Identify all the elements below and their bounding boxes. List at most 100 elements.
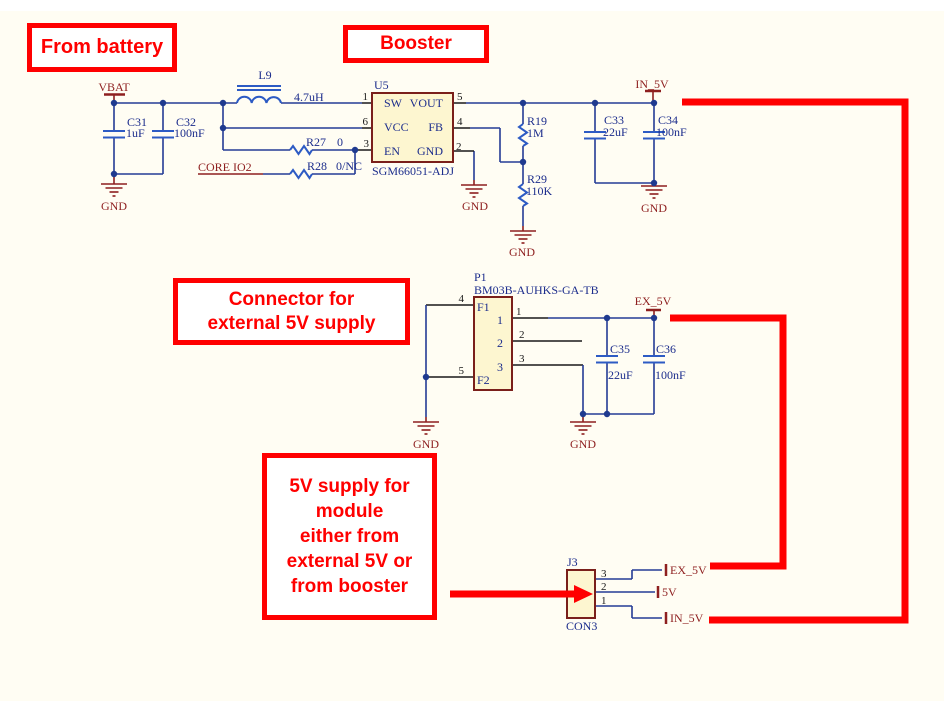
u5-pin-number-1: 1	[363, 91, 369, 103]
from-battery-text: From battery	[40, 36, 164, 58]
p1-wires	[425, 305, 655, 417]
gnd-symbol-r29	[509, 230, 537, 244]
supply-callout-line2: module	[315, 501, 384, 522]
c36-ref: C36	[656, 342, 676, 356]
c34-ref: C34	[658, 113, 678, 127]
booster-text: Booster	[380, 33, 452, 54]
gnd-label-battery: GND	[101, 199, 127, 213]
ex5v-net-label: EX_5V	[635, 294, 672, 308]
p1-connector-body	[473, 296, 513, 391]
external-5v-connector-callout: Connector for external 5V supply	[173, 278, 410, 345]
p1-inner-pin-2: 2	[497, 336, 503, 350]
u5-pin-number-6: 6	[363, 116, 369, 128]
ex5v-route-highlight	[670, 314, 787, 570]
supply-selection-callout: 5V supply for module either from externa…	[262, 453, 437, 620]
gnd-symbol-p1	[412, 421, 440, 435]
u5-pin-number-4: 4	[457, 116, 463, 128]
p1-inner-pin-1: 1	[497, 313, 503, 327]
p1-pin-f2: F2	[477, 373, 490, 387]
in5v-net-label: IN_5V	[635, 77, 669, 91]
p1-pin-number-1: 1	[516, 306, 522, 318]
booster-wires	[113, 102, 655, 226]
p1-inner-pin-3: 3	[497, 360, 503, 374]
gnd-symbol-u5	[460, 184, 488, 198]
u5-part-name: SGM66051-ADJ	[372, 164, 454, 178]
c31-ref: C31	[127, 115, 147, 129]
j3-in5v-label: IN_5V	[670, 611, 704, 625]
c31-value: 1uF	[126, 126, 145, 140]
p1-ref: P1	[474, 270, 487, 284]
gnd-label-r29: GND	[509, 245, 535, 259]
r19-resistor-symbol	[518, 123, 528, 147]
c32-capacitor-symbol	[151, 130, 175, 139]
u5-pin-stubs	[355, 102, 474, 152]
c31-capacitor-symbol	[102, 130, 126, 139]
j3-ref: J3	[567, 555, 578, 569]
l9-ref: L9	[258, 68, 271, 82]
core-io2-net-label: CORE IO2	[198, 160, 252, 174]
c35-ref: C35	[610, 342, 630, 356]
u5-pin-vcc: VCC	[384, 120, 409, 134]
gnd-label-p1: GND	[413, 437, 439, 451]
gnd-label-u5: GND	[462, 199, 488, 213]
supply-callout-line5: from booster	[290, 576, 409, 597]
c32-value: 100nF	[174, 126, 205, 140]
r29-ref: R29	[527, 172, 547, 186]
c36-capacitor-symbol	[642, 355, 666, 364]
p1-connector-circuit: P1 BM03B-AUHKS-GA-TB F1 F2 1 2 3 4 5 1 2…	[412, 270, 686, 451]
c34-value: 100nF	[656, 125, 687, 139]
l9-inductor-symbol	[236, 85, 282, 104]
j3-ex5v-label: EX_5V	[670, 563, 707, 577]
p1-pin-number-5: 5	[459, 365, 465, 377]
p1-pin-number-3: 3	[519, 353, 525, 365]
j3-pin-number-3: 3	[601, 568, 607, 580]
p1-pin-stubs	[426, 304, 583, 378]
r19-ref: R19	[527, 114, 547, 128]
supply-callout-line1: 5V supply for	[289, 476, 410, 497]
l9-value: 4.7uH	[294, 90, 324, 104]
gnd-label-c35: GND	[570, 437, 596, 451]
c32-ref: C32	[176, 115, 196, 129]
u5-pin-number-2: 2	[456, 141, 462, 153]
connector-callout-line1: Connector for	[228, 288, 355, 310]
c35-value: 22uF	[608, 368, 633, 382]
supply-callout-line3: either from	[299, 526, 400, 547]
c35-capacitor-symbol	[595, 355, 619, 364]
pointer-arrow	[450, 585, 593, 603]
r27-ref: R27	[306, 135, 326, 149]
booster-circuit: VBAT C31 1uF C32 100nF GND L9 4.7uH R27 …	[98, 68, 687, 259]
supply-callout-line4: external 5V or	[286, 551, 413, 572]
c36-value: 100nF	[655, 368, 686, 382]
vbat-net-label: VBAT	[98, 80, 130, 94]
j3-part-name: CON3	[566, 619, 597, 633]
p1-pin-number-2: 2	[519, 329, 525, 341]
j3-pin-number-1: 1	[601, 595, 607, 607]
u5-ref: U5	[374, 78, 389, 92]
p1-pin-number-4: 4	[459, 293, 465, 305]
booster-callout: Booster	[343, 25, 489, 63]
j3-pin-number-2: 2	[601, 581, 607, 593]
gnd-symbol-c35	[569, 421, 597, 435]
gnd-symbol-c34	[640, 185, 668, 199]
p1-junctions	[422, 314, 658, 418]
connector-callout-line2: external 5V supply	[207, 312, 376, 334]
from-battery-callout: From battery	[27, 23, 177, 72]
in5v-port: IN_5V	[635, 77, 669, 103]
in5v-route-highlight	[682, 98, 909, 624]
u5-pin-sw: SW	[384, 96, 403, 110]
r28-ref: R28	[307, 159, 327, 173]
booster-junctions	[110, 99, 658, 187]
u5-pin-fb: FB	[428, 120, 443, 134]
r28-value: 0/NC	[336, 159, 362, 173]
r29-value: 110K	[526, 184, 553, 198]
ex5v-port: EX_5V	[635, 294, 672, 318]
j3-wires	[595, 569, 662, 619]
j3-5v-label: 5V	[662, 585, 677, 599]
vbat-port: VBAT	[98, 80, 130, 103]
u5-pin-number-3: 3	[364, 138, 370, 150]
gnd-label-c34: GND	[641, 201, 667, 215]
r27-value: 0	[337, 135, 343, 149]
u5-ic-body	[371, 92, 454, 163]
p1-pin-f1: F1	[477, 300, 490, 314]
